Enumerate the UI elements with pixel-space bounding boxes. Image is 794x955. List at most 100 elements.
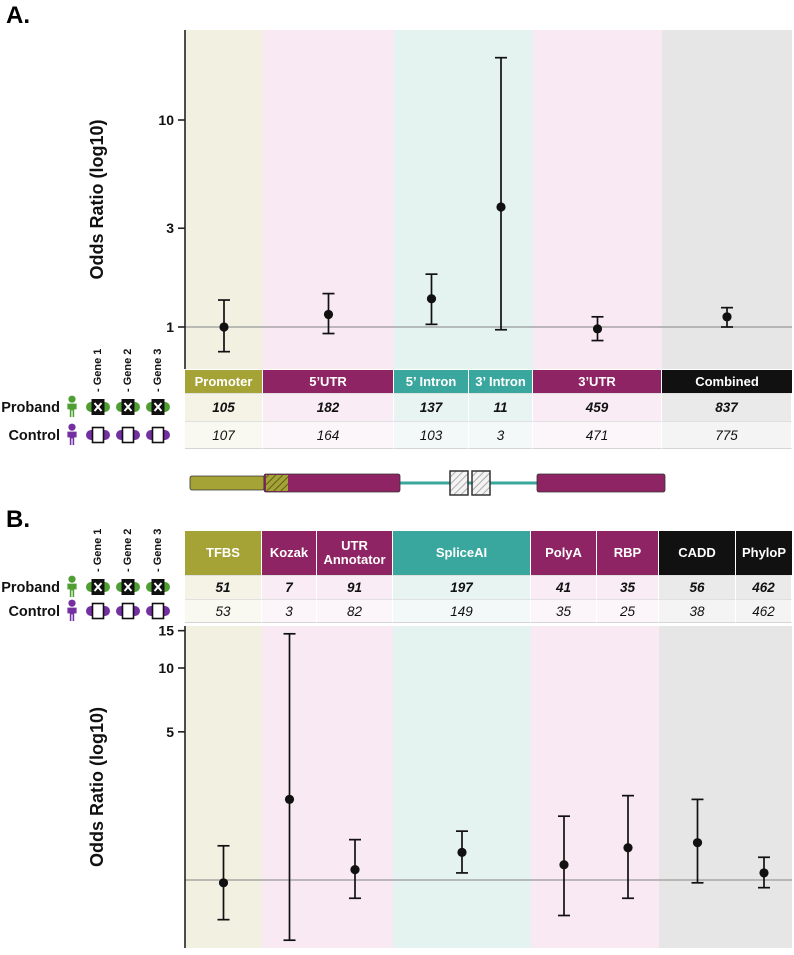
empty-box-2	[151, 426, 165, 444]
column-header-4: PolyA	[531, 531, 597, 575]
column-header-1: Kozak	[262, 531, 317, 575]
person-head	[68, 395, 76, 403]
y-tick-label: 15	[158, 624, 174, 639]
column-header-7: PhyloP	[736, 531, 792, 575]
column-header-0: TFBS	[185, 531, 262, 575]
or-point-0	[218, 878, 229, 888]
kozak-hatch-region	[266, 475, 288, 491]
or-point-3	[496, 202, 506, 212]
cohort-graphic-b: - Gene 1 - Gene 2 - Gene 3 Proband Contr…	[1, 529, 170, 621]
category-band-3	[393, 626, 531, 948]
proband-count-6: 56	[659, 575, 736, 599]
proband-count-3: 197	[393, 575, 531, 599]
proband-person-icon	[67, 395, 77, 417]
person-head	[68, 575, 76, 583]
proband-count-4: 459	[533, 393, 662, 421]
control-count-0: 53	[185, 599, 262, 623]
gene3-label: - Gene 3	[152, 349, 164, 392]
control-count-5: 25	[597, 599, 659, 623]
column-header-2: 5’ Intron	[394, 370, 469, 393]
control-row-label: Control	[8, 604, 60, 620]
control-count-7: 462	[736, 599, 792, 623]
control-count-2: 103	[394, 421, 469, 449]
column-header-3: SpliceAI	[393, 531, 531, 575]
control-count-1: 164	[263, 421, 394, 449]
control-count-0: 107	[185, 421, 263, 449]
proband-count-3: 11	[469, 393, 533, 421]
variant-x-0	[93, 582, 103, 592]
gene1-label: - Gene 1	[92, 529, 104, 572]
variant-x-2	[153, 582, 163, 592]
control-count-5: 775	[662, 421, 792, 449]
control-count-3: 149	[393, 599, 531, 623]
y-tick-label: 3	[166, 220, 174, 236]
empty-box-1	[121, 426, 135, 444]
control-count-4: 35	[531, 599, 597, 623]
proband-genes	[67, 395, 170, 417]
category-band-5	[597, 626, 659, 948]
control-person-icon	[67, 423, 77, 445]
control-person-icon	[67, 599, 77, 621]
column-header-3: 3’ Intron	[469, 370, 533, 393]
empty-box-0	[91, 426, 105, 444]
panel-a-label: A.	[6, 2, 30, 29]
proband-row-label: Proband	[1, 580, 60, 596]
splice-site-box-1	[449, 470, 469, 496]
y-tick-label: 10	[158, 112, 174, 128]
proband-count-1: 7	[262, 575, 317, 599]
or-point-4	[592, 324, 603, 334]
or-point-5	[623, 843, 633, 853]
promoter-box	[189, 475, 265, 491]
gene-structure-diagram	[189, 470, 666, 496]
or-point-1	[323, 309, 334, 320]
person-body	[67, 583, 77, 597]
variant-x-1	[123, 402, 133, 412]
proband-count-1: 182	[263, 393, 394, 421]
gene2-label: - Gene 2	[122, 529, 134, 572]
person-body	[67, 431, 77, 445]
cohort-graphic-a: - Gene 1 - Gene 2 - Gene 3 Proband Contr…	[1, 349, 170, 445]
column-header-0: Promoter	[185, 370, 263, 393]
or-point-2	[350, 864, 360, 875]
column-header-5: RBP	[597, 531, 659, 575]
or-point-5	[722, 312, 732, 322]
y-axis-title: Odds Ratio (log10)	[87, 707, 107, 867]
gene2-label: - Gene 2	[122, 349, 134, 392]
person-head	[68, 599, 76, 607]
or-point-3	[457, 847, 467, 857]
proband-count-2: 91	[317, 575, 393, 599]
column-header-6: CADD	[659, 531, 736, 575]
splice-site-box-2	[471, 470, 491, 496]
proband-count-2: 137	[394, 393, 469, 421]
or-point-0	[219, 322, 229, 332]
panel-b-label: B.	[6, 506, 30, 533]
y-tick-label: 10	[158, 660, 174, 676]
or-point-2	[426, 294, 437, 304]
empty-box-0	[91, 602, 105, 620]
gene3-label: - Gene 3	[152, 529, 164, 572]
gene1-label: - Gene 1	[92, 349, 104, 392]
person-head	[68, 423, 76, 431]
y-tick-label: 5	[166, 724, 174, 740]
variant-x-1	[123, 582, 133, 592]
proband-count-5: 837	[662, 393, 792, 421]
control-row-label: Control	[8, 428, 60, 444]
or-point-4	[559, 860, 569, 870]
proband-count-4: 41	[531, 575, 597, 599]
five-utr-exon-box	[263, 473, 401, 493]
category-band-4	[533, 30, 662, 369]
or-point-1	[284, 794, 295, 804]
proband-count-7: 462	[736, 575, 792, 599]
empty-box-2	[151, 602, 165, 620]
control-count-1: 3	[262, 599, 317, 623]
proband-genes	[67, 575, 170, 597]
